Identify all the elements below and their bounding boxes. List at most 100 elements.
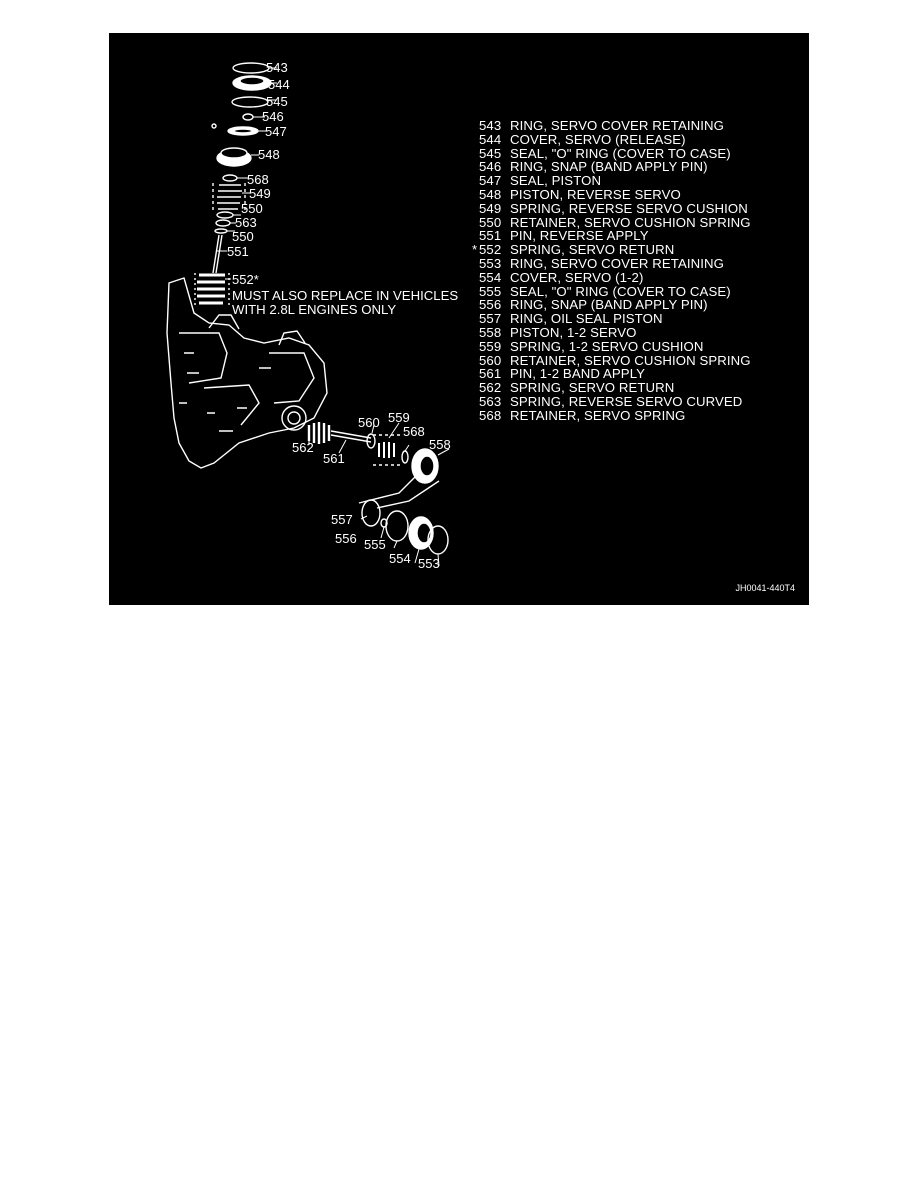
- note-line-1: MUST ALSO REPLACE IN VEHICLES: [232, 288, 459, 303]
- part-number: 556: [479, 297, 502, 313]
- part-563-spring: [215, 219, 231, 227]
- part-description: PIN, REVERSE APPLY: [510, 228, 649, 244]
- part-552-spring: [197, 273, 225, 305]
- part-number: 555: [479, 283, 502, 299]
- part-description: RING, SERVO COVER RETAINING: [510, 255, 724, 271]
- part-549-spring: [217, 184, 242, 210]
- part-557-ring: [361, 499, 381, 527]
- part-561-pin: [330, 430, 372, 443]
- part-number: 560: [479, 352, 502, 368]
- parts-legend-item: *552 SPRING, SERVO RETURN: [472, 242, 751, 258]
- part-number: 563: [479, 393, 502, 409]
- callout-568-top: 568: [247, 172, 269, 187]
- callout-560: 560: [358, 415, 380, 430]
- callout-554: 554: [389, 551, 411, 566]
- callout-568-side: 568: [403, 424, 425, 439]
- part-description: RING, SERVO COVER RETAINING: [510, 118, 724, 133]
- part-number: 561: [479, 366, 502, 382]
- callout-550-bottom: 550: [232, 229, 254, 244]
- part-number: 568: [479, 407, 502, 423]
- part-number: 553: [479, 255, 502, 271]
- replacement-note: MUST ALSO REPLACE IN VEHICLES WITH 2.8L …: [232, 289, 458, 317]
- part-description: RETAINER, SERVO SPRING: [510, 407, 686, 423]
- callout-562: 562: [292, 440, 314, 455]
- part-number: 558: [479, 324, 502, 340]
- part-560-retainer: [366, 433, 376, 449]
- part-559-spring: [378, 442, 395, 458]
- part-description: RETAINER, SERVO CUSHION SPRING: [510, 214, 751, 230]
- part-description: SPRING, SERVO RETURN: [510, 380, 675, 396]
- parts-legend-item: 550 RETAINER, SERVO CUSHION SPRING: [479, 214, 751, 230]
- part-number: 543: [479, 118, 502, 133]
- callout-550-top: 550: [241, 201, 263, 216]
- callout-559: 559: [388, 410, 410, 425]
- parts-legend-item: 543 RING, SERVO COVER RETAINING: [479, 119, 751, 133]
- note-line-2: WITH 2.8L ENGINES ONLY: [232, 302, 397, 317]
- part-number: 546: [479, 159, 502, 175]
- parts-legend-item: 549 SPRING, REVERSE SERVO CUSHION: [479, 200, 751, 216]
- parts-legend-item: 563 SPRING, REVERSE SERVO CURVED: [479, 395, 751, 409]
- parts-legend-item: 562 SPRING, SERVO RETURN: [479, 381, 751, 395]
- part-description: RETAINER, SERVO CUSHION SPRING: [510, 352, 751, 368]
- servo-exploded-drawing: [166, 62, 450, 567]
- callout-549: 549: [249, 186, 271, 201]
- callout-552: 552*: [232, 272, 259, 287]
- part-description: RING, OIL SEAL PISTON: [510, 311, 663, 327]
- part-562-spring: [307, 422, 331, 444]
- callout-555: 555: [364, 537, 386, 552]
- part-description: RING, SNAP (BAND APPLY PIN): [510, 297, 708, 313]
- callout-543: 543: [266, 60, 288, 75]
- part-568-retainer-b: [401, 450, 409, 464]
- part-description: COVER, SERVO (RELEASE): [510, 131, 686, 147]
- transmission-case: [166, 277, 328, 469]
- part-description: SPRING, REVERSE SERVO CUSHION: [510, 200, 748, 216]
- figure-code: JH0041-440T4: [735, 583, 795, 593]
- asterisk-mark: *: [472, 242, 478, 258]
- parts-legend-item: 556 RING, SNAP (BAND APPLY PIN): [479, 298, 751, 312]
- part-543-ring: [232, 62, 270, 74]
- parts-legend-item: 551 PIN, REVERSE APPLY: [479, 229, 751, 243]
- parts-legend-item: 558 PISTON, 1-2 SERVO: [479, 326, 751, 340]
- callout-551: 551: [227, 244, 249, 259]
- callout-563: 563: [235, 215, 257, 230]
- part-551-pin: [212, 234, 223, 274]
- parts-legend-item: 553 RING, SERVO COVER RETAINING: [479, 257, 751, 271]
- callout-558: 558: [429, 437, 451, 452]
- callout-546: 546: [262, 109, 284, 124]
- part-description: RING, SNAP (BAND APPLY PIN): [510, 159, 708, 175]
- part-number: 547: [479, 173, 502, 189]
- part-description: SPRING, SERVO RETURN: [510, 242, 675, 258]
- part-number: 551: [479, 228, 502, 244]
- part-545-seal: [231, 96, 269, 108]
- callout-547: 547: [265, 124, 287, 139]
- part-550-retainer: [216, 211, 234, 219]
- parts-legend-item: 547 SEAL, PISTON: [479, 174, 751, 188]
- callout-561: 561: [323, 451, 345, 466]
- callout-545: 545: [266, 94, 288, 109]
- part-number: 544: [479, 131, 502, 147]
- part-description: SPRING, REVERSE SERVO CURVED: [510, 393, 743, 409]
- part-568-retainer: [222, 174, 238, 182]
- part-number: 549: [479, 200, 502, 216]
- part-description: PISTON, REVERSE SERVO: [510, 186, 681, 202]
- part-number: 562: [479, 380, 502, 396]
- parts-legend-item: 544 COVER, SERVO (RELEASE): [479, 131, 751, 147]
- callout-556: 556: [335, 531, 357, 546]
- parts-legend-item: 546 RING, SNAP (BAND APPLY PIN): [479, 160, 751, 174]
- part-546-ring: [242, 113, 254, 121]
- part-number: 550: [479, 214, 502, 230]
- part-description: PISTON, 1-2 SERVO: [510, 324, 637, 340]
- parts-legend-item: 548 PISTON, REVERSE SERVO: [479, 188, 751, 202]
- callout-548: 548: [258, 147, 280, 162]
- reverse-servo-stack: [194, 62, 272, 307]
- part-number: 548: [479, 186, 502, 202]
- part-number: 552: [479, 242, 502, 258]
- part-description: SEAL, PISTON: [510, 173, 602, 189]
- exploded-view-figure: 543 544 545 546 547 548 568 549 550 563 …: [109, 33, 809, 605]
